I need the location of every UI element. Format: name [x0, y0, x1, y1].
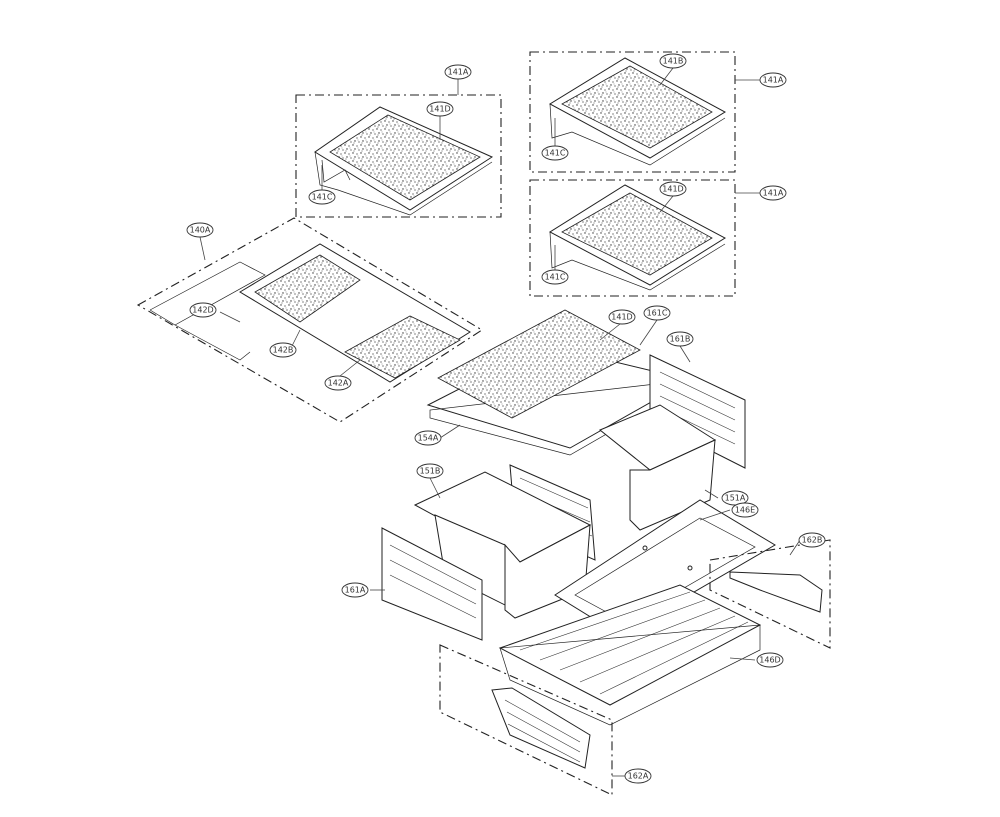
label-161a: 161A — [341, 582, 369, 598]
svg-text:141C: 141C — [545, 149, 566, 158]
label-142b: 142B — [269, 342, 297, 358]
screw-hole — [687, 565, 693, 571]
rail-162a — [491, 687, 591, 769]
label-151b: 151B — [416, 463, 444, 479]
shelf-assembly-141a-mid — [529, 179, 736, 297]
label-146d: 146D — [756, 652, 784, 668]
svg-text:162A: 162A — [628, 772, 649, 781]
group-boundary-141a-mid — [529, 179, 736, 297]
label-141d-big: 141D — [608, 309, 636, 325]
svg-text:161A: 161A — [345, 586, 366, 595]
rail-arm — [174, 324, 251, 361]
callout-labels: 141A 141D 141C 141B 141A 141C 141D 141A … — [186, 53, 826, 784]
group-boundary-162a — [439, 644, 613, 796]
panel-161b — [649, 354, 746, 469]
label-162b: 162B — [798, 532, 826, 548]
leader-lines — [199, 67, 801, 777]
glass-panel — [329, 114, 481, 201]
shelf-edge — [549, 231, 726, 291]
svg-text:161C: 161C — [647, 309, 668, 318]
shelf-assembly-141a-top — [529, 51, 736, 173]
group-boundary-162b — [709, 539, 831, 649]
svg-text:151B: 151B — [420, 467, 441, 476]
label-141d-mid: 141D — [659, 181, 687, 197]
panel-ribs — [389, 544, 477, 619]
label-141a-left: 141A — [444, 64, 472, 80]
label-151a: 151A — [721, 490, 749, 506]
label-141a-top: 141A — [759, 72, 787, 88]
panel-ribs — [659, 371, 736, 445]
shelf-bracket — [321, 159, 351, 183]
svg-text:151A: 151A — [725, 494, 746, 503]
label-154a: 154A — [414, 430, 442, 446]
shelf-assembly-140a — [136, 217, 484, 423]
label-141c-top: 141C — [541, 145, 569, 161]
svg-text:141C: 141C — [545, 273, 566, 282]
drawer-tray-146d — [498, 584, 762, 726]
svg-text:141D: 141D — [662, 185, 683, 194]
label-140a: 140A — [186, 222, 214, 238]
svg-text:142B: 142B — [273, 346, 294, 355]
label-141d-left: 141D — [426, 101, 454, 117]
glass-panel-rear — [254, 254, 361, 323]
svg-text:146E: 146E — [735, 506, 755, 515]
rail-162b — [729, 571, 823, 613]
svg-text:161B: 161B — [670, 335, 691, 344]
svg-text:141B: 141B — [663, 57, 684, 66]
cover-glass-141d — [437, 309, 641, 419]
label-141a-mid: 141A — [759, 185, 787, 201]
svg-text:141D: 141D — [429, 105, 450, 114]
shelf-edge — [314, 151, 493, 216]
crisper-drawer-151a — [599, 404, 717, 531]
label-142a: 142A — [324, 375, 352, 391]
shelf-assembly-141a-left — [295, 94, 502, 218]
label-141c-mid: 141C — [541, 269, 569, 285]
group-boundary-141a-left — [295, 94, 502, 218]
svg-text:140A: 140A — [190, 226, 211, 235]
label-161b: 161B — [666, 331, 694, 347]
glass-panel — [561, 65, 713, 149]
svg-text:141A: 141A — [763, 76, 784, 85]
label-161c: 161C — [643, 305, 671, 321]
group-boundary-141a-top — [529, 51, 736, 173]
glass-panel-front — [344, 315, 461, 379]
svg-text:142A: 142A — [328, 379, 349, 388]
rail-ribs — [504, 699, 581, 763]
drawer-front — [629, 439, 716, 531]
label-146e: 146E — [731, 502, 759, 518]
svg-text:141A: 141A — [448, 68, 469, 77]
rail-assembly-162a — [439, 644, 613, 796]
svg-text:141D: 141D — [611, 313, 632, 322]
svg-text:162B: 162B — [802, 536, 823, 545]
tray-ribs — [519, 591, 749, 695]
label-141b-top: 141B — [659, 53, 687, 69]
side-panel-161a — [381, 527, 483, 641]
svg-text:154A: 154A — [418, 434, 439, 443]
rail-assembly-162b — [709, 539, 831, 649]
glass-panel — [561, 192, 713, 276]
svg-text:141C: 141C — [312, 193, 333, 202]
panel-161a — [381, 527, 483, 641]
rail-left — [149, 261, 266, 326]
split-shelf-frame — [239, 243, 471, 383]
label-162a: 162A — [624, 768, 652, 784]
label-141c-left: 141C — [308, 189, 336, 205]
shelf-edge — [549, 103, 726, 166]
svg-text:146D: 146D — [759, 656, 780, 665]
label-142d: 142D — [189, 302, 217, 318]
screw-hole — [642, 545, 648, 551]
svg-text:142D: 142D — [192, 306, 213, 315]
side-panel-161b — [649, 354, 746, 469]
tray-edge — [499, 624, 761, 726]
svg-text:141A: 141A — [763, 189, 784, 198]
group-boundary-140a — [136, 217, 484, 423]
